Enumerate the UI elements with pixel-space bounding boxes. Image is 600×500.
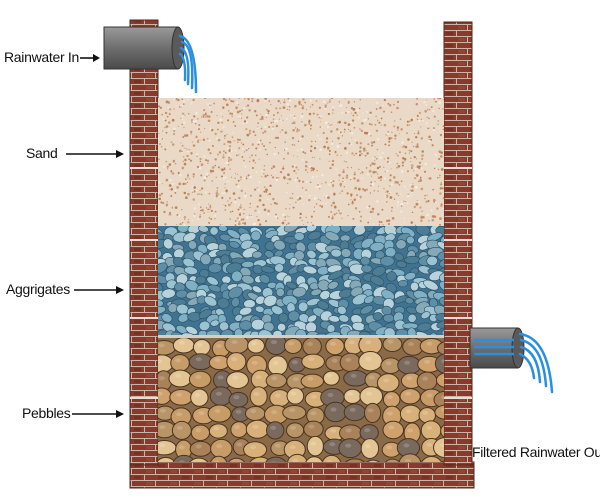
sand-layer <box>158 98 444 226</box>
outlet-pipe <box>469 327 525 369</box>
pebbles-layer <box>158 338 444 462</box>
label-filtered-rainwater-out: Filtered Rainwater Out <box>472 444 600 460</box>
arrow-aggregates <box>74 286 124 294</box>
label-pebbles: Pebbles <box>22 405 71 421</box>
base-brick-course <box>129 461 475 489</box>
outlet-water-stream <box>518 332 554 394</box>
inlet-water-stream <box>178 34 198 94</box>
left-brick-wall <box>129 19 159 466</box>
label-aggregates: Aggrigates <box>6 281 70 297</box>
label-arrows <box>66 54 124 418</box>
label-rainwater-in: Rainwater In <box>4 49 79 65</box>
label-sand: Sand <box>26 145 58 161</box>
wall-mortar-bands <box>130 167 472 399</box>
inlet-pipe <box>103 26 185 70</box>
arrow-sand <box>66 150 124 158</box>
arrow-rainwater-in <box>80 54 100 62</box>
right-brick-wall <box>443 21 473 466</box>
arrow-pebbles <box>72 410 124 418</box>
aggregates-layer <box>158 226 444 336</box>
layer-separator <box>158 335 444 339</box>
